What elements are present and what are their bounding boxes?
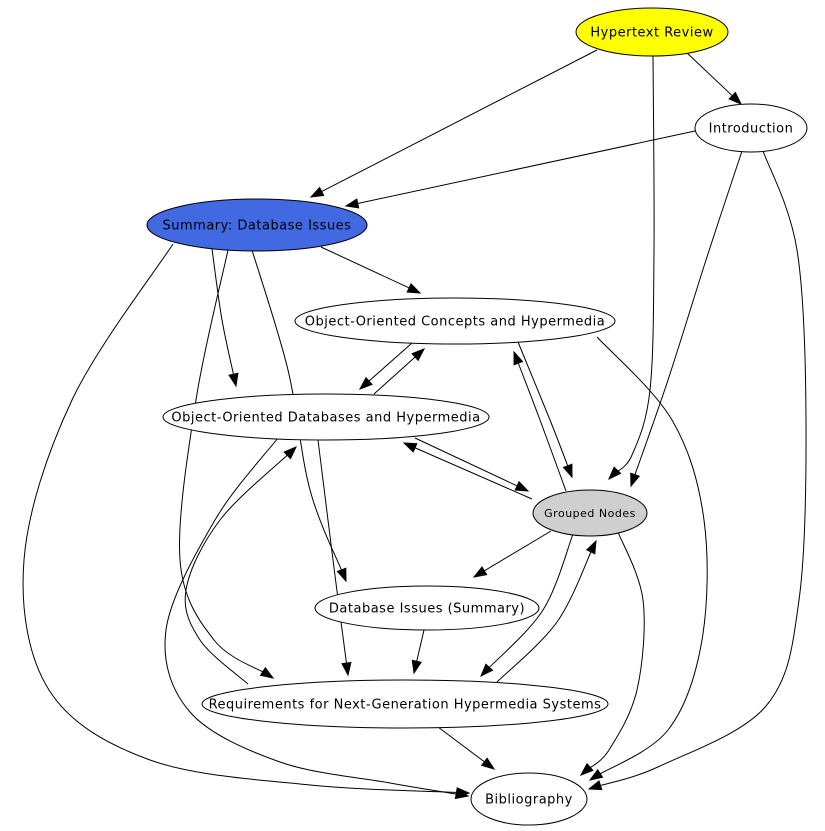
node-bibliography[interactable]: Bibliography (470, 772, 588, 826)
edge-introduction--grouped-nodes (632, 150, 743, 480)
edge-requirements--grouped-nodes (496, 547, 594, 683)
arrowhead-summary-database-issues--requirements (259, 666, 275, 679)
arrowhead-summary-database-issues--oo-concepts (406, 283, 422, 294)
edge-oo-databases--requirements (317, 439, 348, 668)
arrowhead-grouped-nodes--oo-concepts (513, 350, 524, 366)
arrowhead-introduction--bibliography (587, 780, 603, 791)
edge-grouped-nodes--database-issues-summary (479, 530, 552, 574)
node-summary-database-issues[interactable]: Summary: Database Issues (146, 198, 368, 252)
arrowhead-oo-concepts--bibliography (588, 768, 604, 781)
arrowhead-grouped-nodes--oo-databases (402, 442, 418, 453)
arrowhead-hypertext-review--introduction (728, 91, 743, 105)
node-hypertext-review-shape[interactable] (575, 7, 729, 57)
arrowhead-grouped-nodes--requirements (480, 663, 494, 678)
node-database-issues-summary-shape[interactable] (314, 585, 540, 631)
edge-hypertext-review--grouped-nodes (613, 55, 655, 475)
arrowhead-requirements--bibliography (480, 757, 496, 770)
node-requirements-shape[interactable] (201, 679, 609, 729)
node-oo-concepts-shape[interactable] (294, 297, 616, 345)
node-oo-databases[interactable]: Object-Oriented Databases and Hypermedia (162, 393, 490, 441)
edge-grouped-nodes--oo-concepts (516, 358, 567, 492)
arrowhead-introduction--summary-database-issues (344, 198, 360, 209)
node-introduction[interactable]: Introduction (694, 103, 808, 153)
node-grouped-nodes-shape[interactable] (532, 489, 648, 537)
edge-oo-concepts--grouped-nodes (517, 341, 570, 471)
edge-hypertext-review--summary-database-issues (317, 49, 598, 195)
node-requirements[interactable]: Requirements for Next-Generation Hyperme… (201, 679, 609, 729)
arrowhead-introduction--grouped-nodes (630, 472, 641, 488)
node-hypertext-review[interactable]: Hypertext Review (575, 7, 729, 57)
edges-layer (22, 49, 807, 800)
node-grouped-nodes[interactable]: Grouped Nodes (532, 489, 648, 537)
arrowhead-oo-concepts--oo-databases (358, 376, 373, 390)
edge-oo-databases--bibliography (164, 437, 461, 796)
arrowhead-summary-database-issues--oo-databases (228, 372, 239, 388)
arrowhead-oo-databases--requirements (341, 661, 352, 677)
edge-oo-concepts--oo-databases (365, 342, 413, 385)
arrowhead-grouped-nodes--bibliography (579, 762, 594, 776)
edge-grouped-nodes--requirements (485, 533, 574, 672)
arrowhead-hypertext-review--grouped-nodes (608, 466, 622, 481)
edge-introduction--bibliography (595, 150, 807, 788)
arrowhead-oo-databases--oo-concepts (411, 348, 426, 362)
arrowhead-summary-database-issues--database-issues-summary (336, 567, 347, 583)
edge-oo-concepts--bibliography (595, 336, 708, 777)
edge-summary-database-issues--requirements (179, 249, 268, 675)
node-bibliography-shape[interactable] (470, 772, 588, 826)
edge-requirements--bibliography (437, 726, 489, 766)
edge-summary-database-issues--oo-concepts (320, 246, 414, 291)
arrowhead-database-issues-summary--requirements (411, 659, 422, 675)
arrowhead-requirements--grouped-nodes (585, 539, 597, 555)
node-oo-concepts[interactable]: Object-Oriented Concepts and Hypermedia (294, 297, 616, 345)
arrowhead-oo-concepts--grouped-nodes (562, 463, 573, 479)
edge-grouped-nodes--bibliography (586, 531, 645, 771)
arrowhead-hypertext-review--summary-database-issues (309, 186, 325, 198)
arrowhead-requirements--oo-databases (283, 446, 298, 460)
arrowhead-grouped-nodes--database-issues-summary (472, 566, 488, 578)
arrowhead-oo-databases--grouped-nodes (514, 480, 530, 492)
edge-oo-databases--oo-concepts (373, 353, 419, 395)
edge-summary-database-issues--oo-databases (211, 248, 235, 380)
edge-grouped-nodes--oo-databases (410, 445, 533, 500)
node-summary-database-issues-shape[interactable] (146, 198, 368, 252)
node-introduction-shape[interactable] (694, 103, 808, 153)
edge-database-issues-summary--requirements (415, 629, 425, 667)
node-database-issues-summary[interactable]: Database Issues (Summary) (314, 585, 540, 631)
edge-requirements--oo-databases (184, 451, 292, 685)
edge-summary-database-issues--bibliography (22, 243, 462, 794)
node-oo-databases-shape[interactable] (162, 393, 490, 441)
arrowhead-oo-databases--bibliography (454, 788, 470, 800)
edge-hypertext-review--introduction (685, 51, 737, 100)
edge-oo-databases--grouped-nodes (414, 437, 522, 489)
edge-introduction--summary-database-issues (352, 130, 696, 205)
